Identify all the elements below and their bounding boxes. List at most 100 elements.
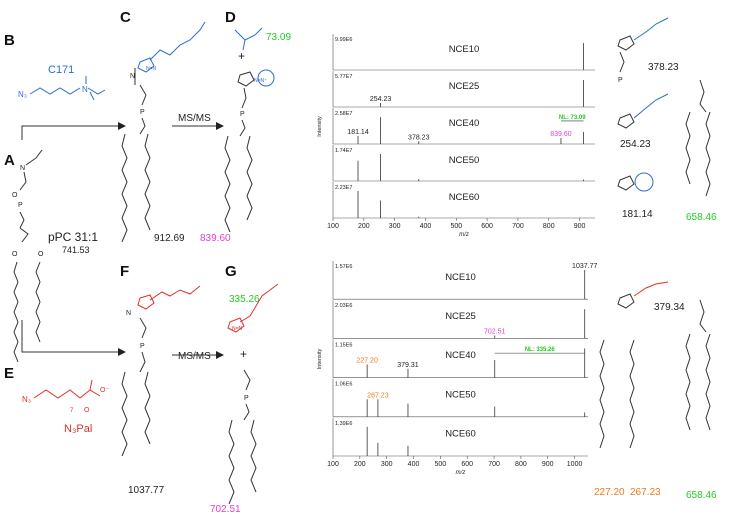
svg-text:N=N: N=N	[232, 326, 243, 332]
d-green-mass: 73.09	[266, 32, 291, 43]
x-tick-label: 900	[542, 461, 554, 468]
spectrum-nce-label: NCE25	[449, 81, 480, 92]
x-tick-label: 300	[389, 223, 401, 230]
spectrum-nce-label: NCE40	[445, 350, 476, 361]
panel-label-b: B	[4, 32, 15, 49]
spectrum-max-label: 1.06E6	[335, 382, 352, 388]
spectrum-peak-label: 227.20	[356, 357, 378, 364]
svg-text:P: P	[244, 395, 249, 402]
g-green-mass: 335.26	[229, 294, 260, 305]
spectrum-nce-label: NCE50	[449, 155, 480, 166]
svg-text:N₃: N₃	[18, 90, 27, 99]
spectrum-max-label: 5.77E7	[335, 74, 352, 80]
fragment-181-structure	[617, 172, 654, 192]
svg-text:P: P	[240, 111, 245, 118]
spectrum-peak-label: 181.14	[347, 129, 369, 136]
msms-label-top: MS/MS	[178, 113, 211, 124]
spectrum-peak-label: 1037.77	[572, 263, 597, 270]
svg-text:N: N	[20, 165, 25, 172]
neutral-loss-label: NL: 335.26	[525, 347, 556, 353]
spectrum-nce-label: NCE50	[445, 389, 476, 400]
spectrum-max-label: 2.03E6	[335, 303, 352, 309]
y-axis-label: Intensity	[317, 116, 323, 137]
y-axis-label: Intensity	[317, 349, 323, 370]
spectrum-max-label: 1.15E6	[335, 342, 352, 348]
x-axis-label: m/z	[459, 232, 469, 238]
fragment-379-structure	[617, 281, 669, 309]
spectrum-nce-label: NCE60	[445, 429, 476, 440]
fragment-254-structure	[617, 93, 669, 129]
g-structure: N=N + P	[227, 283, 279, 505]
f-mass: 1037.77	[128, 485, 165, 496]
x-tick-label: 600	[461, 461, 473, 468]
d-structure: + N=N⁺ P	[224, 27, 275, 233]
ppc-mass: 741.53	[62, 245, 90, 255]
spectrum-nce-label: NCE25	[445, 311, 476, 322]
spectrum-nce-label: NCE10	[449, 44, 480, 55]
d-magenta-mass: 839.60	[200, 233, 231, 244]
panel-label-e: E	[4, 365, 14, 382]
svg-text:O: O	[84, 407, 90, 414]
spectrum-max-label: 1.57E6	[335, 264, 352, 270]
x-tick-label: 500	[435, 461, 447, 468]
c-mass: 912.69	[154, 233, 185, 244]
x-tick-label: 200	[354, 461, 366, 468]
panel-label-f: F	[120, 263, 129, 280]
x-axis-label: m/z	[456, 470, 466, 476]
x-tick-label: 800	[515, 461, 527, 468]
fragment-bottom-3: 267.23	[630, 487, 661, 498]
fragment-bottom-1: 379.34	[654, 302, 685, 313]
fragment-top-3: 181.14	[622, 209, 653, 220]
spectrum-peak-label: 702.51	[484, 328, 506, 335]
arrow-bottom	[21, 320, 126, 356]
f-structure: N P	[121, 285, 201, 457]
x-tick-label: 800	[543, 223, 555, 230]
msms-label-bottom: MS/MS	[178, 351, 211, 362]
fragment-top-1: 378.23	[648, 62, 679, 73]
svg-text:N=N: N=N	[146, 66, 157, 72]
svg-text:O: O	[12, 251, 18, 258]
spectrum-max-label: 1.39E6	[335, 421, 352, 427]
x-tick-label: 600	[481, 223, 493, 230]
spectrum-max-label: 1.74E7	[335, 148, 352, 154]
svg-text:O: O	[38, 251, 44, 258]
x-tick-label: 100	[327, 461, 339, 468]
x-tick-label: 1000	[567, 461, 583, 468]
x-tick-label: 100	[327, 223, 339, 230]
spectrum-top: 9.99E6NCE105.77E7NCE25254.232.58E7NCE401…	[317, 34, 595, 238]
spectrum-nce-label: NCE60	[449, 192, 480, 203]
c171-label: C171	[48, 64, 74, 76]
n3pal-label: N₃Pal	[64, 423, 92, 435]
panel-label-g: G	[225, 263, 237, 280]
panel-label-c: C	[120, 9, 131, 26]
svg-text:N: N	[126, 310, 131, 317]
svg-text:O⁻: O⁻	[100, 387, 109, 394]
x-tick-label: 400	[408, 461, 420, 468]
fragment-658-top-structure	[685, 79, 711, 197]
svg-text:N: N	[130, 73, 135, 80]
x-tick-label: 400	[420, 223, 432, 230]
x-tick-label: 500	[450, 223, 462, 230]
x-tick-label: 200	[358, 223, 370, 230]
x-tick-label: 700	[488, 461, 500, 468]
svg-text:P: P	[618, 77, 623, 84]
fragment-top-4: 658.46	[686, 212, 717, 223]
fragment-bottom-4: 658.46	[686, 490, 717, 501]
fragment-bottom-2: 227.20	[594, 487, 625, 498]
svg-text:N=N⁺: N=N⁺	[254, 78, 267, 84]
svg-text:N: N	[82, 85, 88, 94]
panel-label-a: A	[4, 152, 15, 169]
c171-structure: N₃ N	[18, 76, 106, 101]
svg-text:+: +	[240, 347, 247, 361]
spectrum-nce-label: NCE40	[449, 118, 480, 129]
svg-text:P: P	[140, 343, 145, 350]
fragment-fatty-acids-structure	[599, 339, 635, 449]
svg-text:O: O	[12, 192, 18, 199]
fragment-top-2: 254.23	[620, 139, 651, 150]
panel-label-d: D	[225, 9, 236, 26]
x-tick-label: 300	[381, 461, 393, 468]
x-tick-label: 900	[574, 223, 586, 230]
spectrum-peak-label: 378.23	[408, 134, 430, 141]
ppc-structure: N O P O O	[12, 149, 44, 363]
fragment-378-structure: P	[617, 17, 669, 84]
